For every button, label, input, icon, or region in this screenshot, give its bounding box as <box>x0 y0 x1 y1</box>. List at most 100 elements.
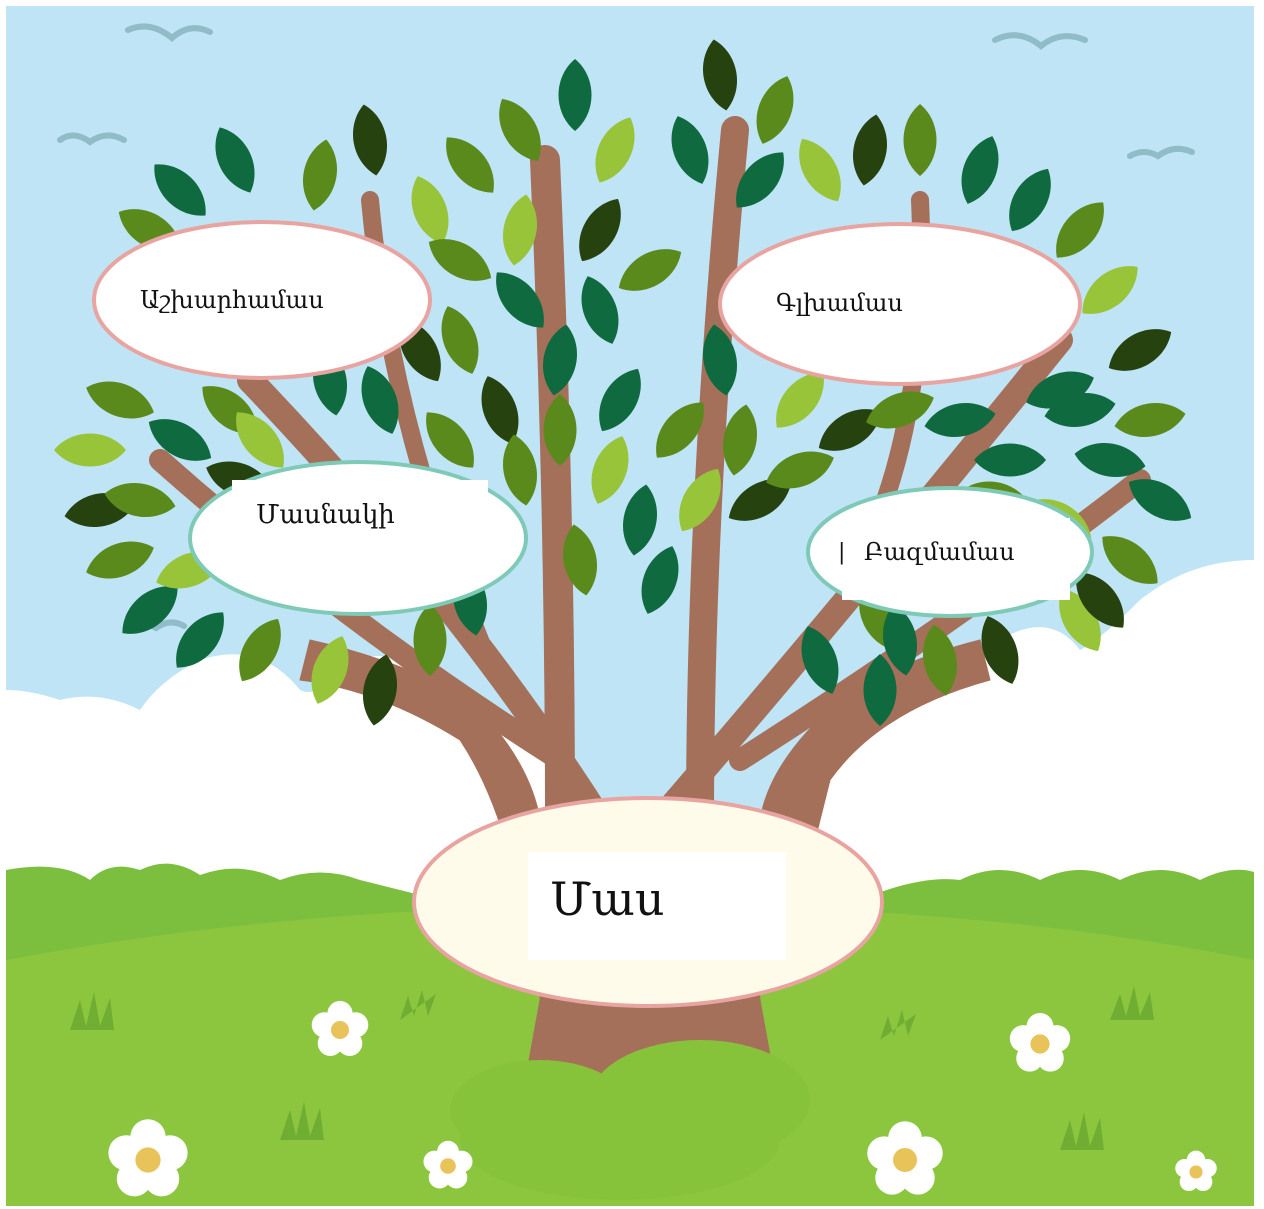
leaf <box>703 39 737 111</box>
leaf <box>215 127 255 193</box>
bird-icon <box>125 23 213 42</box>
branch-label-top-right[interactable]: Գլխամաս <box>776 289 903 317</box>
leaf <box>1128 479 1192 521</box>
leaf <box>239 618 281 682</box>
leaf <box>853 114 887 186</box>
leaf <box>703 324 737 396</box>
flowers <box>108 1000 1217 1197</box>
leaf <box>499 98 541 162</box>
leaf <box>543 394 577 466</box>
leaf <box>595 117 635 183</box>
leaf <box>411 176 449 244</box>
leaf <box>441 306 479 374</box>
leaf <box>736 152 784 208</box>
flower-icon <box>423 1140 473 1189</box>
bird-icon <box>1127 145 1195 160</box>
leaf <box>1044 393 1116 427</box>
leaf <box>428 239 492 281</box>
leaf <box>148 419 212 461</box>
root-text-box <box>528 852 786 960</box>
root-label[interactable]: Մաս <box>550 872 665 926</box>
leaf <box>503 194 537 266</box>
leaf <box>923 624 957 696</box>
leaf <box>981 616 1019 684</box>
flower-icon <box>1009 1012 1071 1072</box>
leaf <box>1082 266 1138 314</box>
leaf <box>883 604 917 676</box>
leaf <box>558 59 592 131</box>
leaf <box>641 546 679 614</box>
leaf <box>728 479 792 521</box>
flower-icon <box>311 1000 369 1056</box>
leaf <box>361 366 399 434</box>
leaf <box>1074 443 1146 477</box>
oval-top-right <box>718 222 1082 386</box>
leaf <box>623 484 657 556</box>
mid-right-text-box <box>842 518 1070 600</box>
leaf <box>656 402 704 458</box>
leaf <box>1114 403 1186 437</box>
leaf <box>1009 168 1051 232</box>
leaf <box>591 436 629 504</box>
branch-label-mid-left[interactable]: Մասնակի <box>256 500 395 530</box>
leaf <box>776 372 824 428</box>
leaf <box>104 483 176 517</box>
leaf <box>303 139 337 211</box>
leaf <box>426 412 474 468</box>
leaf <box>766 451 834 489</box>
leaf <box>1102 536 1158 584</box>
grass-bushes <box>450 1040 810 1200</box>
leaf <box>799 138 841 202</box>
leaf <box>176 612 224 668</box>
leaf <box>446 137 494 193</box>
leaf <box>154 164 206 216</box>
leaf <box>924 403 996 437</box>
leaf <box>961 136 999 204</box>
oval-top-left <box>92 220 432 380</box>
leaf <box>1056 202 1104 258</box>
branch-label-top-left[interactable]: Աշխարհամաս <box>140 286 324 314</box>
leaf <box>353 104 387 176</box>
leaf <box>1059 588 1101 652</box>
leaf <box>496 272 544 328</box>
leaf <box>756 76 794 144</box>
leaf <box>54 433 126 467</box>
leaf <box>236 412 284 468</box>
flower-icon <box>108 1119 188 1197</box>
leaves <box>54 39 1192 726</box>
leaf <box>599 368 641 432</box>
grass-tufts <box>70 986 1154 1150</box>
leaf <box>974 443 1046 477</box>
leaf <box>866 391 934 429</box>
leaf <box>818 409 882 451</box>
leaf <box>86 541 154 579</box>
leaf <box>311 636 349 704</box>
bird-icon <box>992 32 1088 50</box>
leaf <box>671 116 709 184</box>
leaf <box>543 324 577 396</box>
leaf <box>801 626 839 694</box>
cloud-right <box>760 560 1254 900</box>
leaf <box>618 249 682 291</box>
leaf <box>563 524 597 596</box>
leaf <box>363 654 397 726</box>
leaf <box>581 276 619 344</box>
mid-left-text-box <box>232 480 488 576</box>
leaf <box>1076 572 1124 628</box>
leaf <box>413 604 447 676</box>
leaf <box>579 198 621 262</box>
leaf <box>481 376 519 444</box>
leaf <box>122 586 178 634</box>
flower-icon <box>867 1121 943 1195</box>
bird-icon <box>57 132 127 146</box>
branch-label-mid-right[interactable]: Բազմամաս <box>864 538 1015 566</box>
flower-icon <box>1175 1150 1217 1192</box>
leaf <box>903 104 937 176</box>
leaf <box>723 404 757 476</box>
text-cursor: | <box>838 540 846 565</box>
leaf <box>863 654 897 726</box>
leaf <box>86 381 154 419</box>
leaf <box>1108 329 1172 371</box>
